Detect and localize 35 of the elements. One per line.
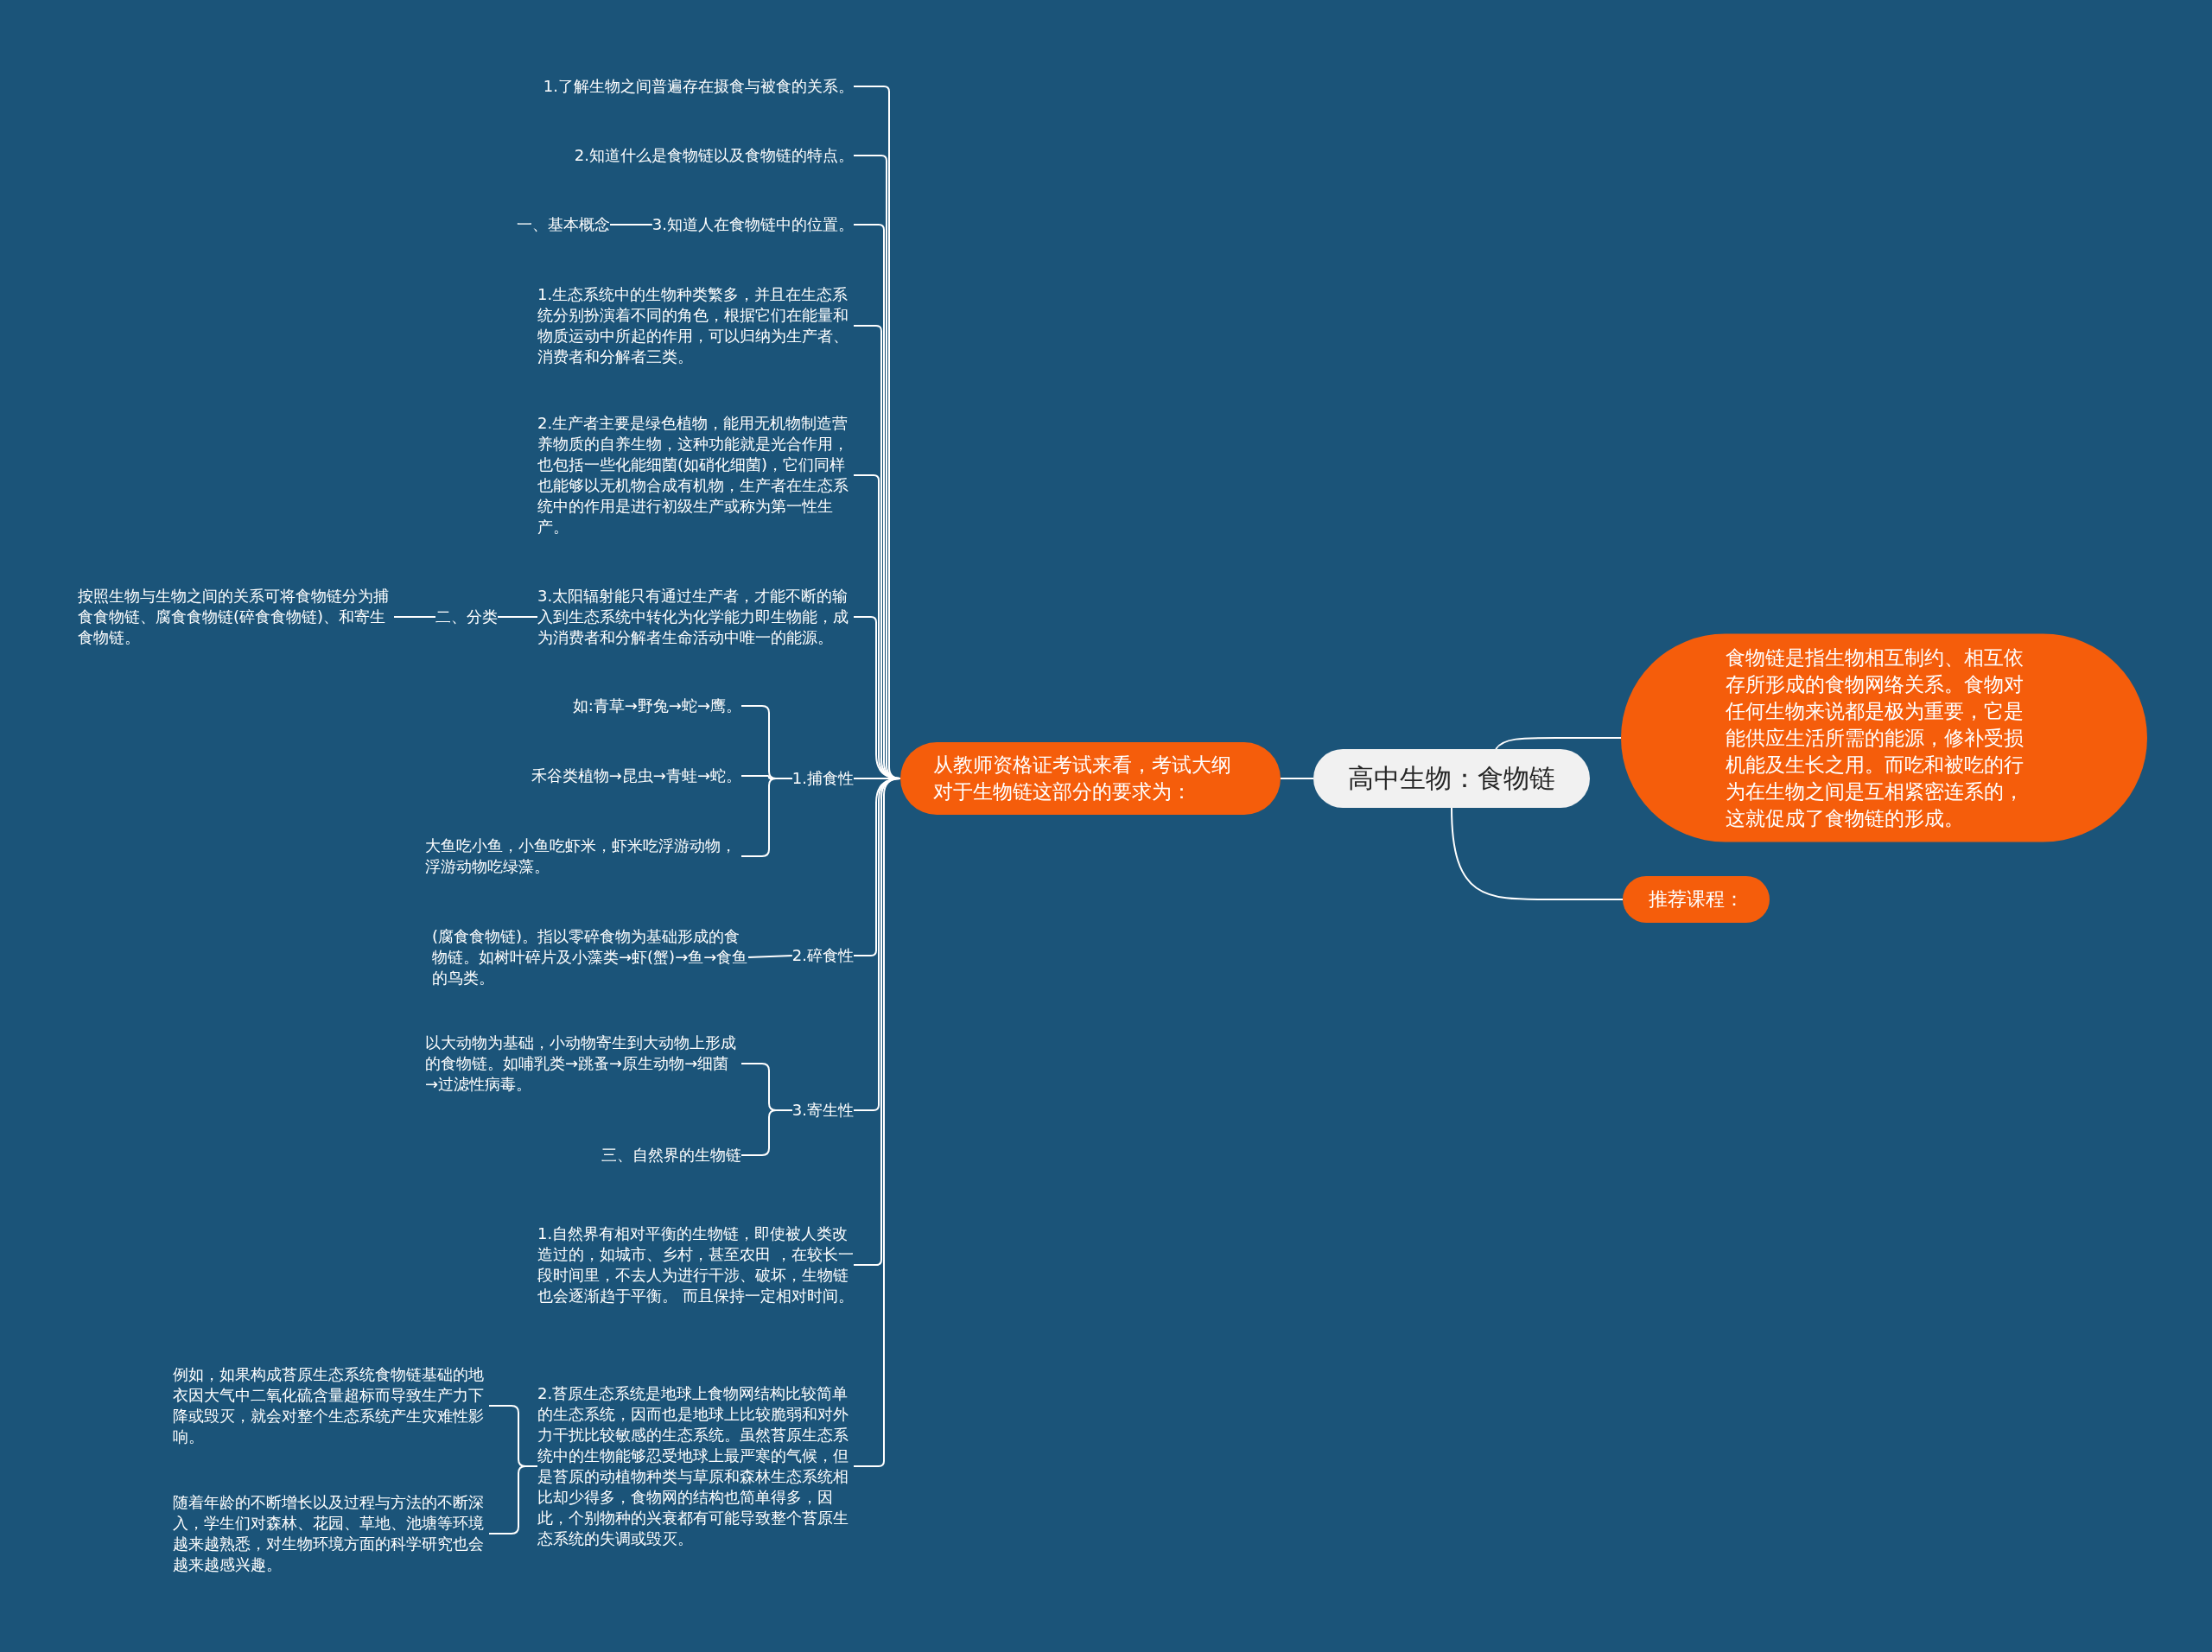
connector-line	[393, 616, 436, 618]
central-topic: 高中生物：食物链	[1313, 749, 1590, 808]
branch-topic: 从教师资格证考试来看，考试大纲对于生物链这部分的要求为：	[900, 742, 1281, 815]
topic-text: 3.太阳辐射能只有通过生产者，才能不断的输入到生态系统中转化为化学能力即生物能，成为消费者和分解者生命活动中唯一的能源。	[537, 586, 854, 648]
topic-text: 1.了解生物之间普遍存在摄食与被食的关系。	[543, 76, 854, 97]
topic-text: 禾谷类植物→昆虫→青蛙→蛇。	[531, 766, 741, 786]
topic-text: 二、分类	[435, 607, 498, 627]
topic-text: 例如，如果构成苔原生态系统食物链基础的地衣因大气中二氧化硫含量超标而导致生产力下降或毁灭，就会对整个生态系统产生灾难性影响。	[173, 1364, 489, 1447]
topic-text: 1.生态系统中的生物种类繁多，并且在生态系统分别扮演着不同的角色，根据它们在能量和物质运动中所起的作用，可以归纳为生产者、消费者和分解者三类。	[537, 284, 854, 367]
connector-line	[488, 1465, 538, 1534]
branch-topic: 食物链是指生物相互制约、相互依存所形成的食物网络关系。食物对任何生物来说都是极为重要，它是能供应生活所需的能源，修补受损机能及生长之用。而吃和被吃的行为在生物之间是互相紧密连系的，这就促成了食物链的形成。	[1621, 633, 2147, 842]
branch-topic: 推荐课程：	[1623, 876, 1770, 923]
topic-text: 3.知道人在食物链中的位置。	[652, 214, 854, 235]
topic-text: 如:青草→野兔→蛇→鹰。	[572, 696, 741, 716]
connector-line	[1451, 807, 1624, 900]
topic-text: 2.生产者主要是绿色植物，能用无机物制造营养物质的自养生物，这种功能就是光合作用，也包括一些化能细菌(如硝化细菌)，它们同样也能够以无机物合成有机物，生产者在生态系统中的作用是进行初级生产或称为第一性生产。	[537, 413, 854, 537]
topic-text: 大鱼吃小鱼，小鱼吃虾米，虾米吃浮游动物，浮游动物吃绿藻。	[425, 836, 741, 877]
topic-text: 随着年龄的不断增长以及过程与方法的不断深入，学生们对森林、花园、草地、池塘等环境越来越熟悉，对生物环境方面的科学研究也会越来越感兴趣。	[173, 1492, 489, 1575]
topic-text: 1.自然界有相对平衡的生物链，即使被人类改造过的，如城市、乡村，甚至农田 ，在较长一段时间里，不去人为进行干涉、破坏，生物链也会逐渐趋于平衡。 而且保持一定相对时间。	[537, 1223, 854, 1306]
connector-line	[1280, 778, 1314, 779]
connector-line	[609, 224, 653, 226]
topic-text: 三、自然界的生物链	[601, 1145, 741, 1166]
topic-text: 按照生物与生物之间的关系可将食物链分为捕食食物链、腐食食物链(碎食食物链)、和寄生食物链。	[78, 586, 394, 648]
topic-text: 2.知道什么是食物链以及食物链的特点。	[574, 145, 854, 166]
connector-line	[747, 955, 793, 958]
connector-line	[853, 778, 901, 1467]
topic-text: 一、基本概念	[517, 214, 610, 235]
connector-line	[1495, 737, 1622, 750]
topic-text: 以大动物为基础，小动物寄生到大动物上形成的食物链。如哺乳类→跳蚤→原生动物→细菌→过滤性病毒。	[425, 1032, 741, 1095]
topic-text: 2.碎食性	[791, 945, 854, 966]
connector-line	[497, 616, 538, 618]
topic-text: 3.寄生性	[791, 1100, 854, 1121]
topic-text: 2.苔原生态系统是地球上食物网结构比较简单的生态系统，因而也是地球上比较脆弱和对外力干扰比较敏感的生态系统。虽然苔原生态系统中的生物能够忍受地球上最严寒的气候，但是苔原的动植物种类与草原和森林生态系统相比却少得多，食物网的结构也简单得多，因此，个别物种的兴衰都有可能导致整个苔原生态系统的失调或毁灭。	[537, 1383, 854, 1549]
topic-text: (腐食食物链)。指以零碎食物为基础形成的食物链。如树叶碎片及小藻类→虾(蟹)→鱼→食鱼的鸟类。	[432, 926, 748, 988]
topic-text: 1.捕食性	[791, 768, 854, 789]
